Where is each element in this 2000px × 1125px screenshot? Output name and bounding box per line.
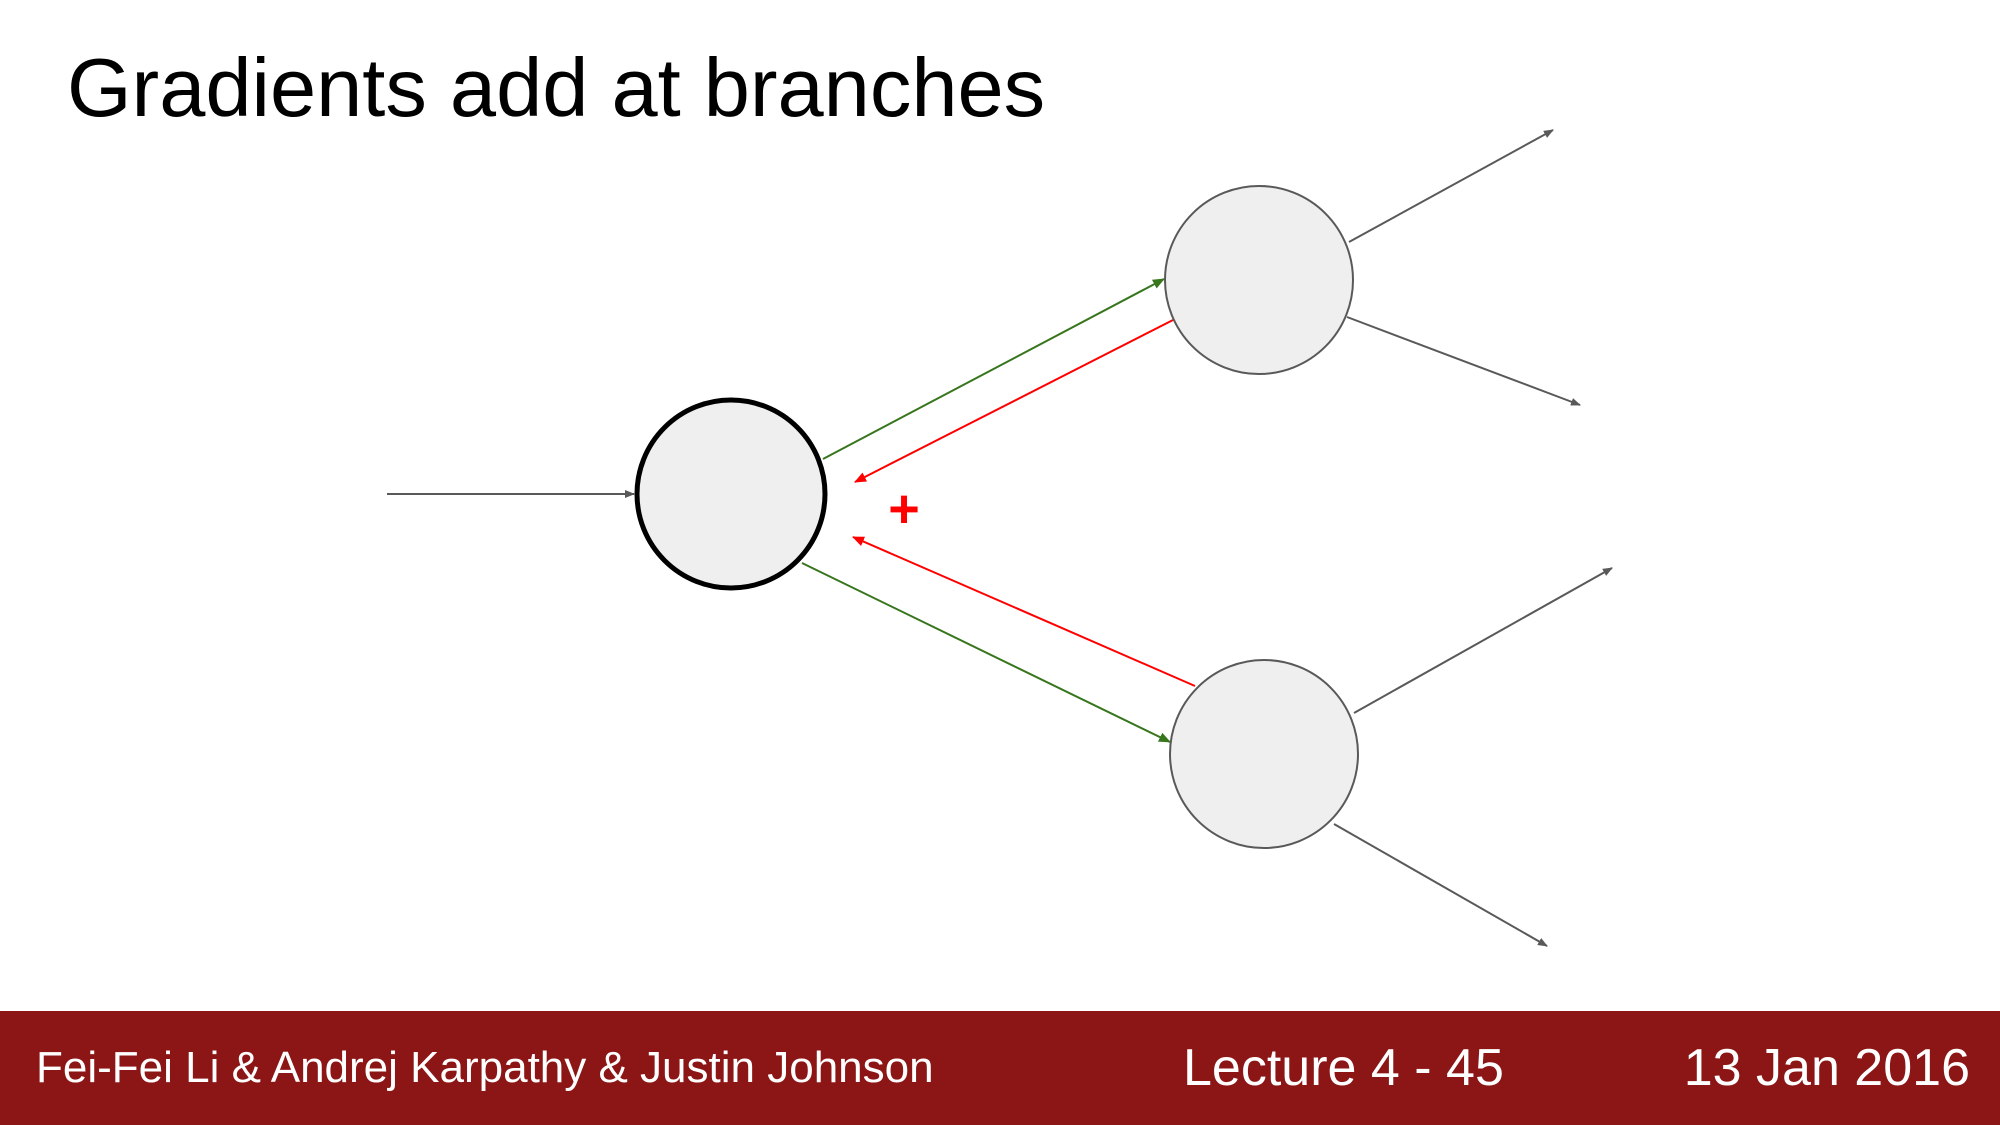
upper-node [1164, 185, 1354, 375]
forward-edge-upper [822, 278, 1165, 460]
lower-node [1169, 659, 1359, 849]
gradient-edge-lower [852, 536, 1196, 687]
footer-authors: Fei-Fei Li & Andrej Karpathy & Justin Jo… [36, 1043, 934, 1092]
output-edge-lower-2 [1333, 823, 1548, 947]
gradient-sum-plus: + [888, 479, 920, 539]
output-edge-upper-1 [1348, 129, 1554, 243]
output-edge-upper-2 [1346, 316, 1581, 406]
footer-lecture: Lecture 4 - 45 [1183, 1039, 1504, 1097]
main-node [634, 397, 828, 591]
slide-footer: Fei-Fei Li & Andrej Karpathy & Justin Jo… [0, 1011, 2000, 1125]
footer-date: 13 Jan 2016 [1683, 1039, 1970, 1097]
output-edge-lower-1 [1353, 567, 1613, 714]
slide-title: Gradients add at branches [67, 41, 1046, 134]
gradient-edge-upper [854, 319, 1174, 483]
forward-edge-lower [801, 562, 1171, 743]
computational-graph-diagram: + [387, 129, 1613, 947]
